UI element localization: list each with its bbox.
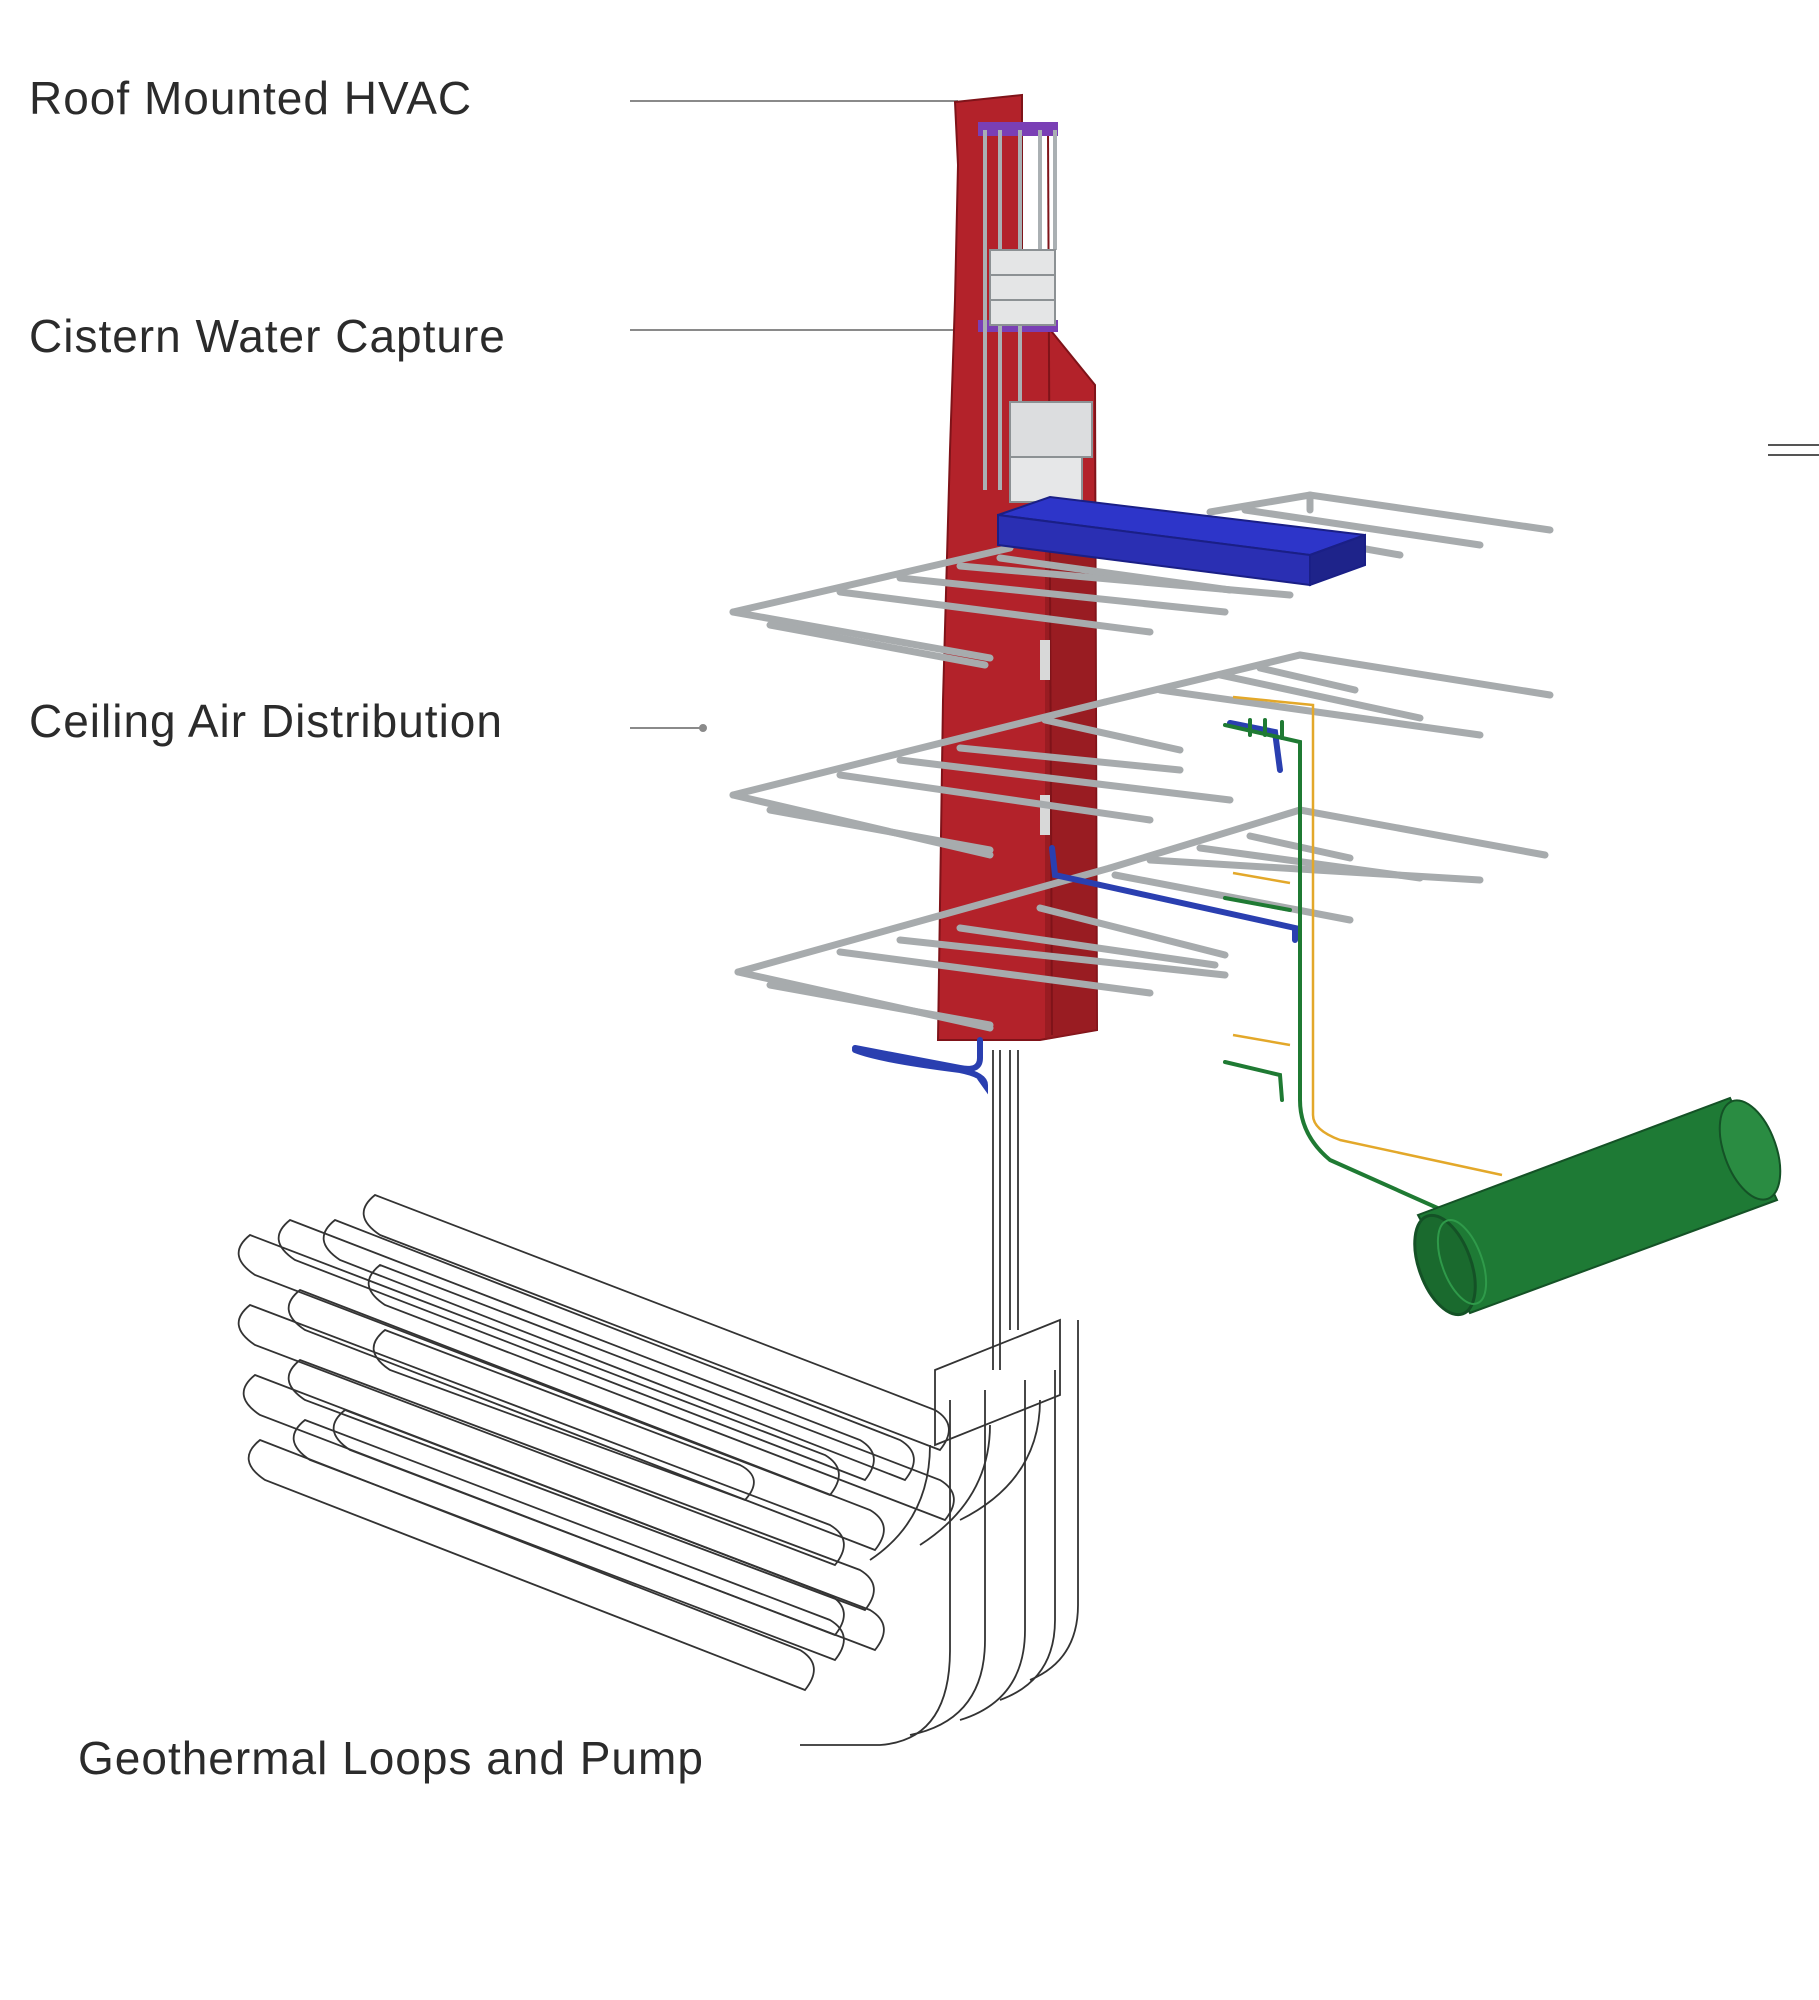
storage-tank xyxy=(1413,1096,1782,1317)
water-pipes xyxy=(852,720,1298,1095)
geothermal-loops xyxy=(237,1050,1079,1746)
label-roof-mounted-hvac: Roof Mounted HVAC xyxy=(29,72,473,124)
green-pipes xyxy=(1223,718,1462,1220)
yellow-line xyxy=(1232,695,1503,1177)
label-cistern-water-capture: Cistern Water Capture xyxy=(29,310,506,362)
menu-icon[interactable] xyxy=(1768,444,1819,456)
label-geothermal-loops-and-pump: Geothermal Loops and Pump xyxy=(78,1732,704,1784)
label-ceiling-air-distribution: Ceiling Air Distribution xyxy=(29,695,503,747)
leader-dot-ceiling xyxy=(699,724,707,732)
leader-lines xyxy=(630,100,985,732)
ceiling-ducts xyxy=(729,491,1554,1032)
cistern-tank xyxy=(997,495,1366,587)
